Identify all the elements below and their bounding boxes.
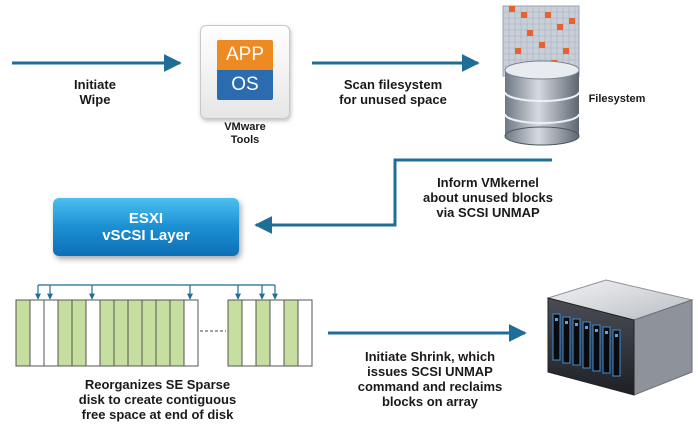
vmware-tools-app-os-icon: APP OS xyxy=(200,25,290,119)
reorganizes-label: Reorganizes SE Sparse disk to create con… xyxy=(78,377,237,422)
sparse-disk-blocks xyxy=(15,284,313,367)
initiate-shrink-label: Initiate Shrink, which issues SCSI UNMAP… xyxy=(357,349,503,409)
esxi-subtitle: vSCSI Layer xyxy=(102,227,190,244)
filesystem-label: Filesystem xyxy=(588,93,646,105)
storage-array-server-icon xyxy=(546,279,694,396)
initiate-wipe-label: Initiate Wipe xyxy=(74,77,116,107)
arrow-inform-vmkernel xyxy=(254,158,552,234)
vmware-tools-label: VMware Tools xyxy=(224,121,266,146)
esxi-title: ESXI xyxy=(128,210,164,227)
filesystem-disk-icon xyxy=(502,5,580,146)
app-layer: APP xyxy=(217,40,273,70)
scan-filesystem-label: Scan filesystem for unused space xyxy=(339,77,447,107)
esxi-vscsi-layer-box: ESXI vSCSI Layer xyxy=(53,198,239,256)
os-layer: OS xyxy=(217,70,273,100)
inform-vmkernel-label: Inform VMkernel about unused blocks via … xyxy=(422,175,553,220)
